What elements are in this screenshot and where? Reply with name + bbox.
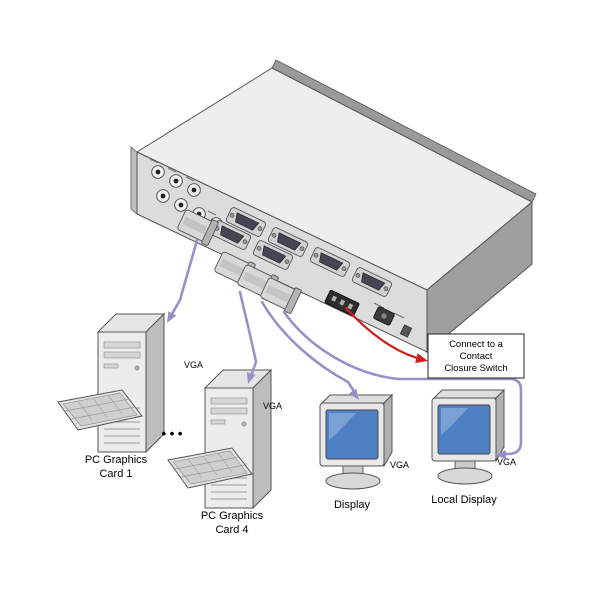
contact-closure-port [324, 289, 360, 317]
callout-line-1: Connect to a [449, 339, 504, 350]
power-inlet [373, 306, 395, 326]
arrowhead-to-pc1 [167, 311, 177, 323]
cable-arrowheads [167, 311, 507, 460]
audio-jack [169, 174, 183, 188]
switcher-device [130, 59, 537, 354]
arrowhead-to-local-display [495, 450, 507, 460]
vga-cables [170, 238, 523, 456]
audio-jack [187, 183, 201, 197]
callout-line-3: Closure Switch [444, 363, 507, 374]
arrowhead-to-pc4 [246, 372, 256, 384]
pc-tower-4 [204, 369, 272, 509]
pc4-label-line2: Card 4 [215, 524, 248, 536]
callout-line-2: Contact [460, 351, 493, 362]
cable-to-display [260, 300, 357, 395]
audio-jack [151, 165, 165, 179]
cable-to-pc1 [170, 238, 199, 316]
callout-box [427, 333, 525, 379]
audio-jack [174, 198, 188, 212]
local-display-monitor [431, 389, 505, 485]
vga-label-pc1: VGA [184, 360, 203, 370]
arrowhead-to-display [348, 388, 359, 400]
vga-label-pc4: VGA [263, 401, 282, 411]
audio-jack [156, 189, 170, 203]
red-arrow-head [415, 353, 428, 363]
local-display-label: Local Display [431, 494, 497, 506]
cable-to-local-display [282, 310, 523, 456]
ellipsis-label: • • • [162, 426, 183, 441]
power-switch [399, 324, 413, 338]
device-left-cap [130, 146, 138, 215]
diagram-labels: VGA VGA VGA VGA PC Graphics Card 1 • • •… [85, 360, 516, 536]
pc4-label-line1: PC Graphics [201, 510, 264, 522]
vga-label-local-display: VGA [497, 457, 516, 467]
cable-to-pc4 [238, 290, 258, 378]
pc-tower-1 [97, 313, 165, 453]
pc1-label-line2: Card 1 [99, 468, 132, 480]
display-label: Display [334, 499, 371, 511]
vga-label-display: VGA [390, 460, 409, 470]
display-monitor [319, 394, 393, 490]
callout: Connect to a Contact Closure Switch [427, 333, 525, 379]
panel-markings [149, 158, 405, 319]
pc1-label-line1: PC Graphics [85, 454, 148, 466]
red-arrow-line [344, 306, 419, 360]
